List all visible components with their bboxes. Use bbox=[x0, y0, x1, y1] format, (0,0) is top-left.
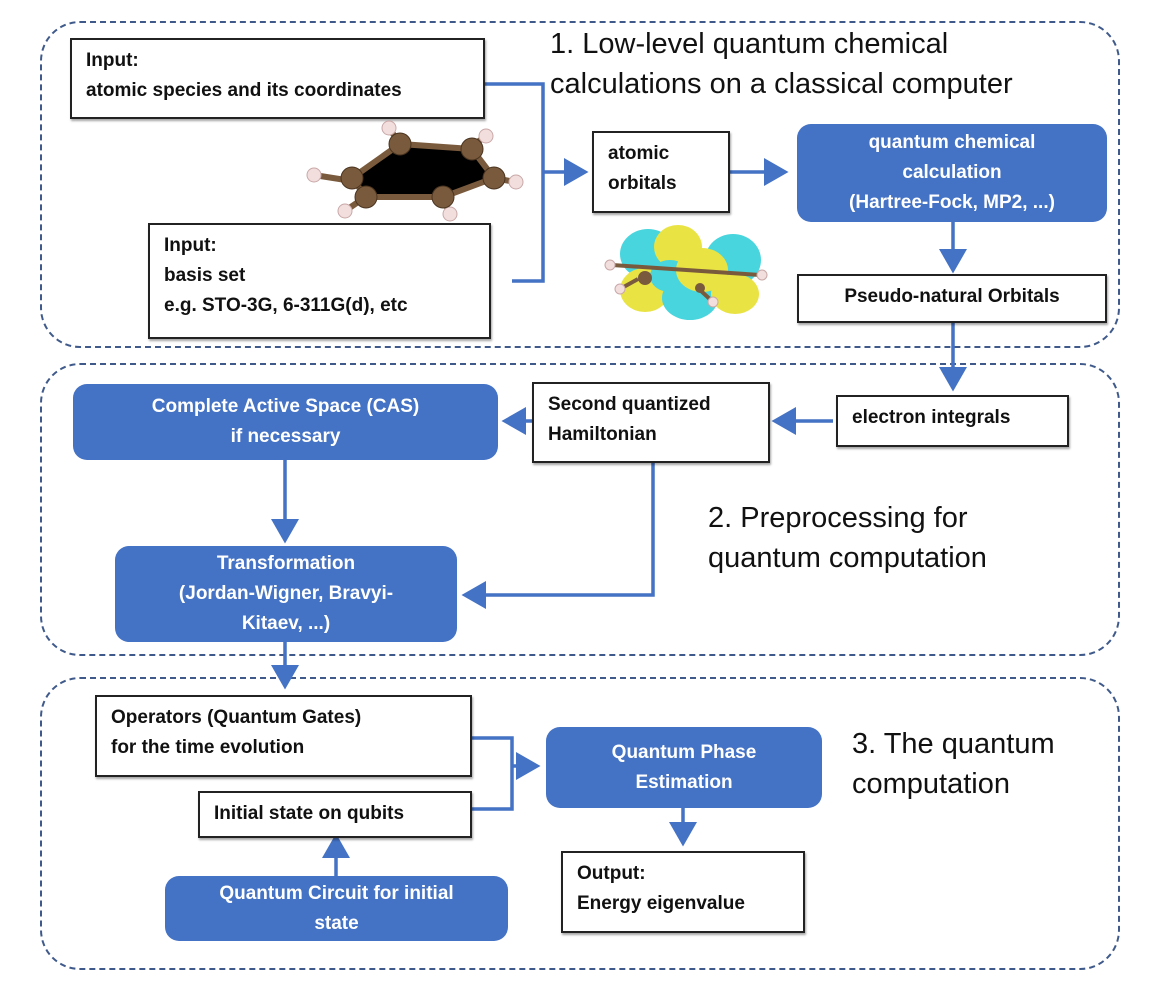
quantum-phase-estimation-box: Quantum Phase Estimation bbox=[546, 727, 822, 808]
section-3-title: 3. The quantum computation bbox=[852, 728, 1055, 800]
molecular-orbital-icon bbox=[604, 225, 768, 320]
initial-state-box: Initial state on qubits bbox=[198, 791, 472, 838]
transformation-box: Transformation (Jordan-Wigner, Bravyi- K… bbox=[115, 546, 457, 642]
complete-active-space-box: Complete Active Space (CAS) if necessary bbox=[73, 384, 498, 460]
pseudo-natural-orbitals-box: Pseudo-natural Orbitals bbox=[797, 274, 1107, 323]
atomic-orbitals-box: atomic orbitals bbox=[592, 131, 730, 213]
input-atomic-species-box: Input: atomic species and its coordinate… bbox=[70, 38, 485, 119]
benzene-molecule-icon bbox=[306, 120, 524, 222]
section-1-group bbox=[40, 21, 1120, 348]
electron-integrals-box: electron integrals bbox=[836, 395, 1069, 447]
section-2-group bbox=[40, 363, 1120, 656]
input-basis-set-box: Input: basis set e.g. STO-3G, 6-311G(d),… bbox=[148, 223, 491, 339]
output-energy-eigenvalue-box: Output: Energy eigenvalue bbox=[561, 851, 805, 933]
section-3-group bbox=[40, 677, 1120, 970]
quantum-chemical-calculation-box: quantum chemical calculation (Hartree-Fo… bbox=[797, 124, 1107, 222]
operators-box: Operators (Quantum Gates) for the time e… bbox=[95, 695, 472, 777]
section-1-title: 1. Low-level quantum chemical calculatio… bbox=[550, 28, 1013, 100]
section-2-title: 2. Preprocessing for quantum computation bbox=[708, 502, 987, 574]
second-quantized-hamiltonian-box: Second quantized Hamiltonian bbox=[532, 382, 770, 463]
quantum-circuit-initial-state-box: Quantum Circuit for initial state bbox=[165, 876, 508, 941]
